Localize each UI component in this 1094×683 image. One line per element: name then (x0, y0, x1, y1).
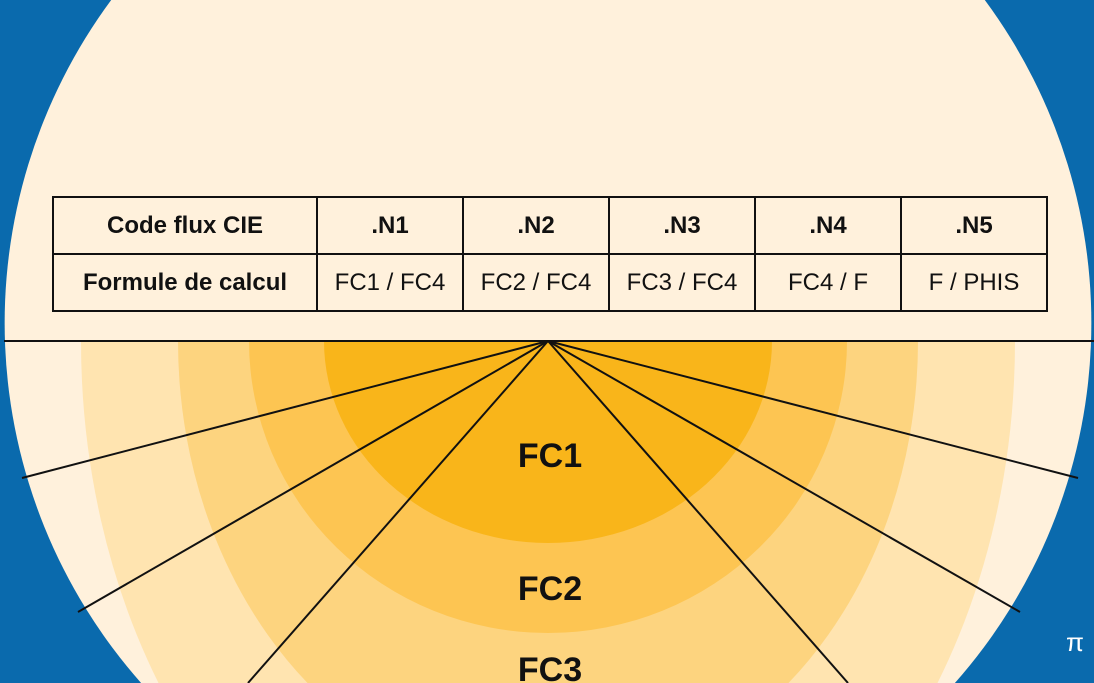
beam-line (547, 340, 1079, 479)
table-cell: .N4 (754, 196, 902, 255)
table-cell: FC3 / FC4 (608, 253, 756, 312)
beam-line (247, 340, 549, 683)
table-cell: FC4 / F (754, 253, 902, 312)
zone-fc1 (324, 341, 772, 543)
table-cell: .N3 (608, 196, 756, 255)
beam-lines (4, 340, 1094, 683)
table-cell: .N5 (900, 196, 1048, 255)
table-cell: F / PHIS (900, 253, 1048, 312)
table-row: Code flux CIE .N1 .N2 .N3 .N4 .N5 (52, 196, 1048, 255)
label-fc3: FC3 (518, 651, 582, 683)
beam-line (547, 340, 1021, 613)
table-cell: FC1 / FC4 (316, 253, 464, 312)
pi-symbol: π (1066, 627, 1084, 657)
row-header: Formule de calcul (52, 253, 318, 312)
label-fc1: FC1 (518, 437, 582, 475)
beam-line (21, 340, 549, 479)
label-fc2: FC2 (518, 570, 582, 608)
cie-flux-table: Code flux CIE .N1 .N2 .N3 .N4 .N5 Formul… (52, 196, 1048, 312)
table-cell: .N1 (316, 196, 464, 255)
table-cell: .N2 (462, 196, 610, 255)
beam-line (77, 340, 549, 613)
row-header: Code flux CIE (52, 196, 318, 255)
table-row: Formule de calcul FC1 / FC4 FC2 / FC4 FC… (52, 253, 1048, 312)
beam-line (547, 340, 849, 683)
table-cell: FC2 / FC4 (462, 253, 610, 312)
